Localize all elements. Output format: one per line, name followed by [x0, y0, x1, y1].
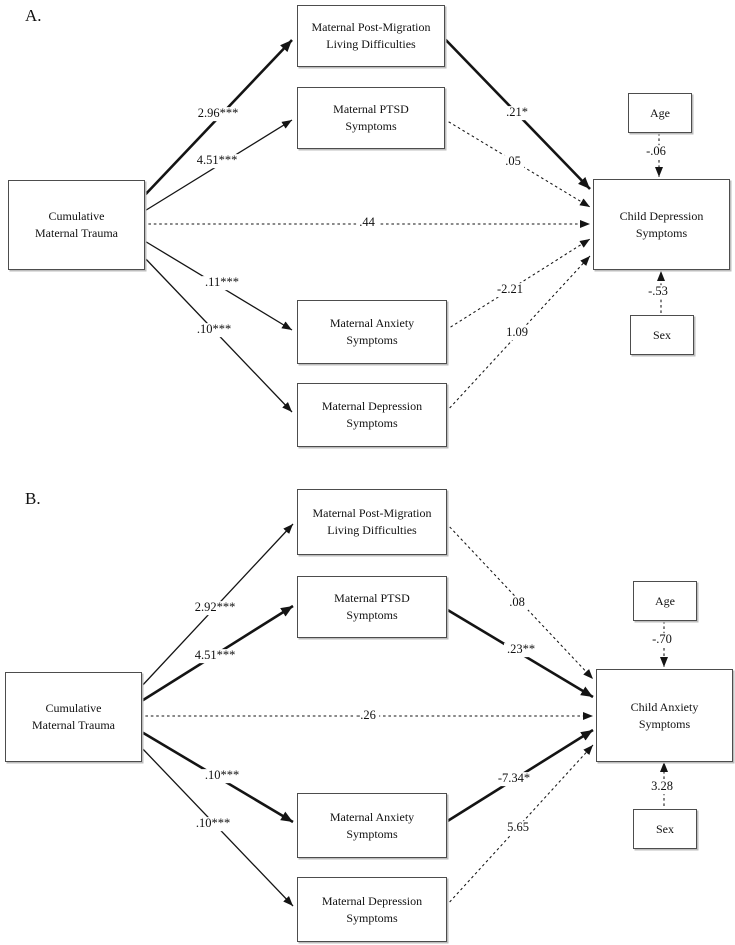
coef-b-trauma-depression: .10***: [192, 816, 234, 831]
coef-b-trauma-postmigration: 2.92***: [191, 600, 239, 615]
node-b-maternal-depression: Maternal Depression Symptoms: [297, 877, 447, 942]
edge-a-anxiety-child: [445, 238, 591, 331]
coef-b-trauma-direct: -.26: [353, 708, 379, 723]
coef-a-trauma-ptsd: 4.51***: [193, 153, 241, 168]
coef-a-sex-child: -.53: [645, 284, 671, 299]
coef-a-trauma-anxiety: .11***: [202, 275, 242, 290]
coef-b-anxiety-child: -7.34*: [494, 771, 534, 786]
panel-a-label: A.: [25, 6, 42, 25]
node-a-maternal-ptsd: Maternal PTSD Symptoms: [297, 87, 445, 149]
coef-b-ptsd-child: .23**: [503, 642, 539, 657]
coef-a-age-child: -.06: [643, 144, 669, 159]
node-a-maternal-anxiety: Maternal Anxiety Symptoms: [297, 300, 447, 364]
coef-b-age-child: -.70: [649, 632, 675, 647]
node-b-maternal-anxiety: Maternal Anxiety Symptoms: [297, 793, 447, 858]
node-b-age: Age: [633, 581, 697, 621]
panel-b-label: B.: [25, 489, 41, 508]
node-a-maternal-postmigration: Maternal Post-Migration Living Difficult…: [297, 5, 445, 67]
edge-a-ptsd-child: [443, 118, 591, 208]
node-a-child-depression: Child Depression Symptoms: [593, 179, 730, 270]
coef-a-trauma-direct: .44: [356, 215, 378, 230]
coef-b-postmigration-child: .08: [506, 595, 528, 610]
node-b-child-anxiety: Child Anxiety Symptoms: [596, 669, 733, 762]
coef-a-postmigration-child: .21*: [503, 105, 531, 120]
node-a-maternal-depression: Maternal Depression Symptoms: [297, 383, 447, 447]
coef-b-trauma-anxiety: .10***: [201, 768, 243, 783]
node-a-age: Age: [628, 93, 692, 133]
coef-a-anxiety-child: -2.21: [493, 282, 527, 297]
coef-a-trauma-postmigration: 2.96***: [194, 106, 242, 121]
node-a-sex: Sex: [630, 315, 694, 355]
node-a-cumulative-maternal-trauma: Cumulative Maternal Trauma: [8, 180, 145, 270]
node-b-cumulative-maternal-trauma: Cumulative Maternal Trauma: [5, 672, 142, 762]
coef-b-depression-child: 5.65: [504, 820, 532, 835]
node-b-maternal-ptsd: Maternal PTSD Symptoms: [297, 576, 447, 638]
node-b-maternal-postmigration: Maternal Post-Migration Living Difficult…: [297, 489, 447, 555]
coef-b-trauma-ptsd: 4.51***: [191, 648, 239, 663]
node-b-sex: Sex: [633, 809, 697, 849]
coef-a-ptsd-child: .05: [502, 154, 524, 169]
coef-b-sex-child: 3.28: [648, 779, 676, 794]
coef-a-trauma-depression: .10***: [193, 322, 235, 337]
edge-b-postmigration-child: [445, 522, 594, 680]
coef-a-depression-child: 1.09: [503, 325, 531, 340]
